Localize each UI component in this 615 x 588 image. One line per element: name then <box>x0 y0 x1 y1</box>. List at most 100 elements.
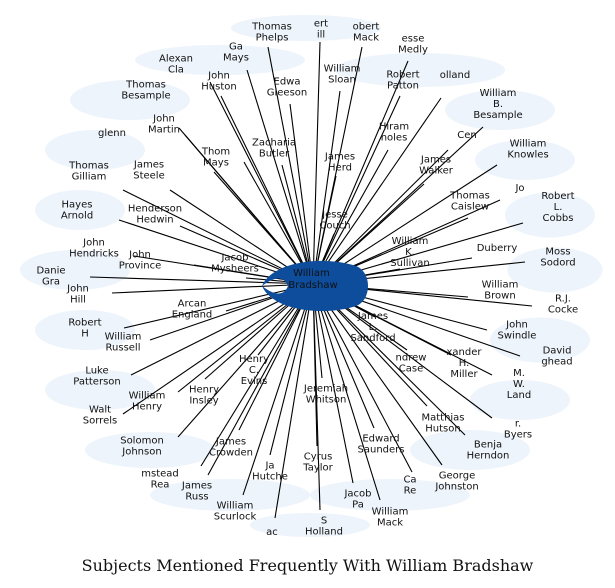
node-cen[interactable]: Cen <box>457 130 476 141</box>
node-label-line: Ca <box>403 475 416 486</box>
node-label-line: obert <box>353 22 380 33</box>
node-label-line: Besample <box>473 110 522 121</box>
node-label-line: Mysheers <box>211 264 259 275</box>
node-label-line: r. <box>515 419 521 430</box>
node-ac[interactable]: ac <box>266 527 278 538</box>
node-label-line: Danie <box>36 266 65 277</box>
node-label-line: Robert <box>541 191 574 202</box>
edge-ja-hutche <box>269 283 314 456</box>
node-label-line: H <box>81 329 89 340</box>
node-label-line: Cocke <box>548 305 578 316</box>
node-m-w-land[interactable]: M.W.Land <box>507 368 531 401</box>
node-rj-cocke[interactable]: R.J.Cocke <box>548 294 578 316</box>
center-node-shape[interactable] <box>262 260 368 312</box>
node-label-line: John <box>128 250 151 261</box>
node-label-line: William <box>482 280 519 291</box>
node-duberry[interactable]: Duberry <box>477 243 518 254</box>
node-label-line: Sorrels <box>83 416 117 427</box>
center-node[interactable]: William Bradshaw <box>262 260 368 312</box>
node-label-line: ill <box>317 30 325 41</box>
node-label-line: ac <box>266 527 278 538</box>
node-glenn[interactable]: glenn <box>98 128 126 139</box>
node-label-line: William <box>480 88 517 99</box>
node-label-line: John <box>152 114 175 125</box>
node-holland[interactable]: olland <box>440 70 471 81</box>
node-label-line: James <box>133 160 164 171</box>
node-label-line: Edwa <box>274 77 301 88</box>
node-label-line: George <box>439 471 475 482</box>
node-jo[interactable]: Jo <box>514 183 524 194</box>
node-label-line: Mays <box>223 53 249 64</box>
node-label-line: Patton <box>387 81 419 92</box>
node-label-line: Ga <box>229 42 243 53</box>
node-label-line: Swindle <box>498 331 537 342</box>
edge-daniel-gra <box>89 276 314 285</box>
node-byers[interactable]: r.Byers <box>504 419 532 441</box>
label-halo-2 <box>335 53 505 87</box>
